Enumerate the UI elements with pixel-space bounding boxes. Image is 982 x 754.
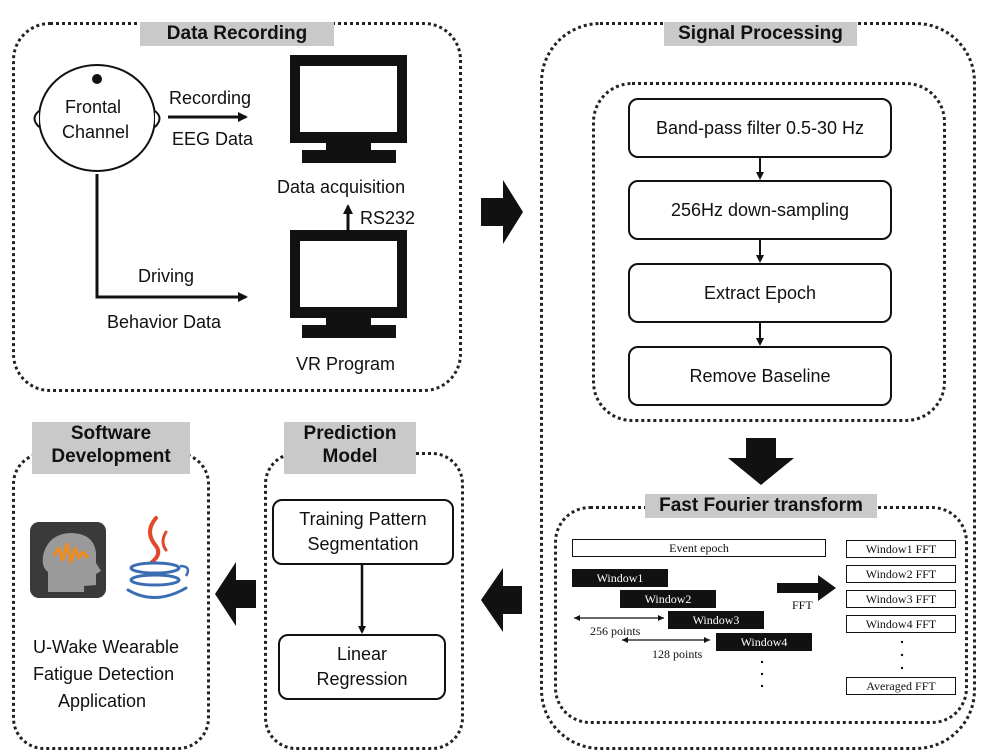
points-128-label: 128 points bbox=[652, 647, 703, 661]
fft-arrow-label: FFT bbox=[792, 598, 813, 612]
prediction-title-line2: Model bbox=[322, 446, 378, 467]
points-256-label: 256 points bbox=[590, 624, 641, 638]
head-label-line1: Frontal bbox=[65, 97, 122, 117]
software-development-title: Software Development bbox=[32, 422, 190, 474]
step-remove-baseline: Remove Baseline bbox=[628, 346, 892, 406]
app-line1: U-Wake Wearable bbox=[33, 637, 180, 657]
head-label-line2: Channel bbox=[62, 122, 130, 142]
behavior-data-label: Behavior Data bbox=[107, 312, 222, 332]
driving-label: Driving bbox=[138, 266, 195, 286]
training-line2: Segmentation bbox=[307, 534, 419, 554]
vr-program-label: VR Program bbox=[296, 354, 396, 374]
prediction-model-title: Prediction Model bbox=[284, 422, 416, 474]
signal-processing-inner-panel bbox=[592, 82, 946, 422]
window3-fft-box: Window3 FFT bbox=[846, 590, 956, 608]
regression-line2: Regression bbox=[316, 669, 408, 689]
fft-title: Fast Fourier transform bbox=[645, 494, 877, 518]
averaged-fft-box: Averaged FFT bbox=[846, 677, 956, 695]
data-acquisition-label: Data acquisition bbox=[277, 177, 406, 197]
prediction-model-panel bbox=[264, 452, 464, 750]
eeg-data-label-text: EEG Data bbox=[172, 129, 254, 149]
signal-processing-title: Signal Processing bbox=[664, 22, 857, 46]
window1-fft-box: Window1 FFT bbox=[846, 540, 956, 558]
window3-bar: Window3 bbox=[668, 611, 764, 629]
app-line3: Application bbox=[58, 691, 147, 711]
step-extract-epoch: Extract Epoch bbox=[628, 263, 892, 323]
data-recording-title: Data Recording bbox=[140, 22, 334, 46]
window2-bar: Window2 bbox=[620, 590, 716, 608]
window4-fft-box: Window4 FFT bbox=[846, 615, 956, 633]
linear-regression-box: Linear Regression bbox=[278, 634, 446, 700]
training-pattern-box: Training Pattern Segmentation bbox=[272, 499, 454, 565]
event-epoch-box: Event epoch bbox=[572, 539, 826, 557]
prediction-title-line1: Prediction bbox=[303, 423, 397, 444]
step-downsampling: 256Hz down-sampling bbox=[628, 180, 892, 240]
recording-label: Recording bbox=[169, 88, 252, 108]
data-recording-panel bbox=[12, 22, 462, 392]
app-line2: Fatigue Detection bbox=[33, 664, 175, 684]
window4-bar: Window4 bbox=[716, 633, 812, 651]
step-bandpass-filter: Band-pass filter 0.5-30 Hz bbox=[628, 98, 892, 158]
regression-line1: Linear bbox=[336, 644, 388, 664]
rs232-label: RS232 bbox=[360, 208, 416, 228]
software-title-line2: Development bbox=[51, 446, 171, 467]
software-title-line1: Software bbox=[70, 423, 152, 444]
window1-bar: Window1 bbox=[572, 569, 668, 587]
training-line1: Training Pattern bbox=[299, 509, 427, 529]
window2-fft-box: Window2 FFT bbox=[846, 565, 956, 583]
